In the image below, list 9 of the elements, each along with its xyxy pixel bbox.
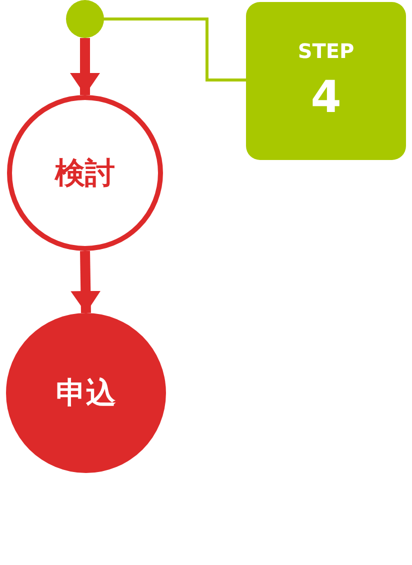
step-label: STEP xyxy=(298,40,354,62)
node-label: 検討 xyxy=(55,156,115,190)
arrow xyxy=(70,38,100,95)
connector-line xyxy=(102,18,246,82)
arrow xyxy=(70,250,101,314)
start-dot xyxy=(66,0,104,38)
step-number: 4 xyxy=(310,74,342,122)
node-label: 申込 xyxy=(56,376,116,410)
step-badge xyxy=(246,2,406,160)
